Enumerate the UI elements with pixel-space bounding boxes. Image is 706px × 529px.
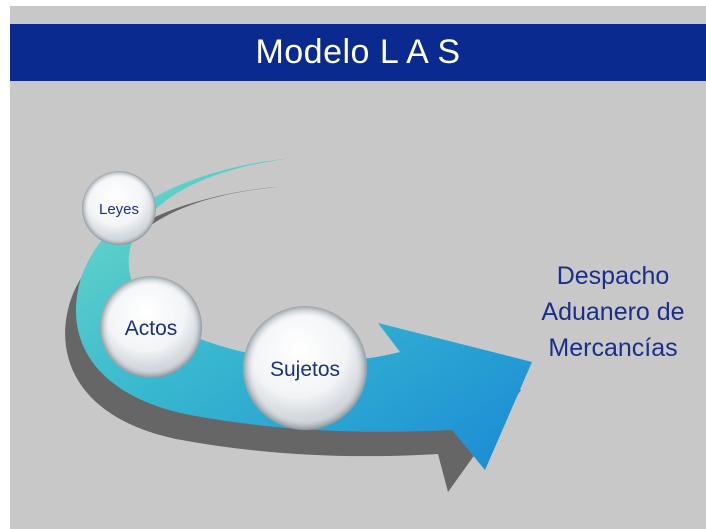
title-bar: Modelo L A S xyxy=(10,24,706,81)
flow-arrow xyxy=(75,158,533,470)
result-label: Despacho Aduanero de Mercancías xyxy=(520,258,706,366)
node-label-leyes: Leyes xyxy=(99,201,139,218)
node-actos: Actos xyxy=(100,276,202,378)
node-sujetos: Sujetos xyxy=(243,306,367,430)
node-label-sujetos: Sujetos xyxy=(270,358,340,381)
node-label-actos: Actos xyxy=(125,317,178,340)
node-leyes: Leyes xyxy=(82,171,156,245)
slide-title: Modelo L A S xyxy=(255,33,461,71)
result-line-2: Aduanero de xyxy=(541,298,685,326)
result-line-1: Despacho xyxy=(556,262,670,290)
result-line-3: Mercancías xyxy=(548,334,678,362)
